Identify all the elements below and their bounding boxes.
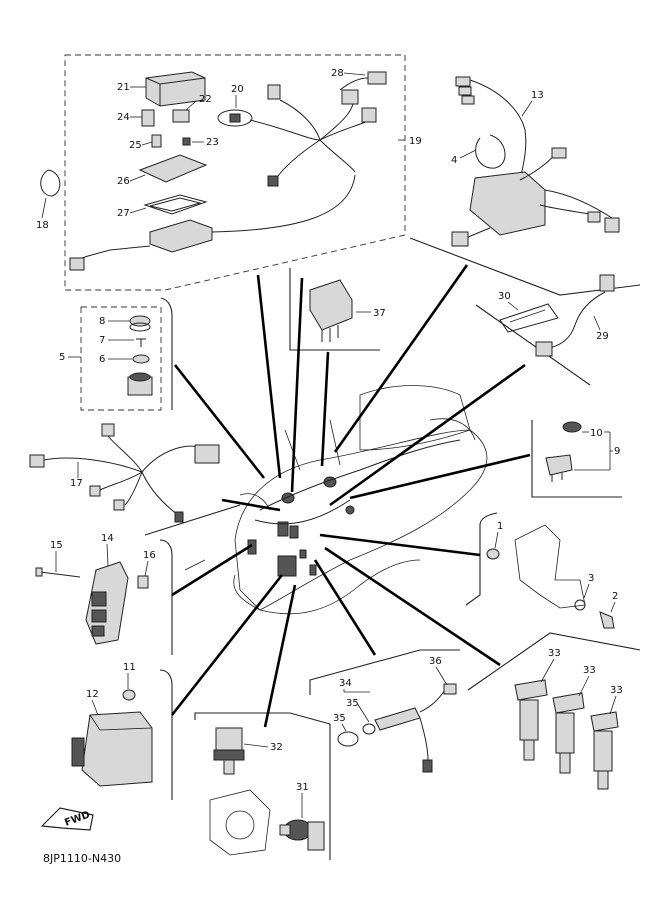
sensor-31 — [279, 819, 325, 851]
callout-35-a: 35 — [346, 698, 359, 709]
callout-33-a: 33 — [548, 648, 561, 659]
callout-28: 28 — [331, 68, 344, 79]
harness-17 — [29, 423, 220, 523]
callout-26: 26 — [117, 176, 130, 187]
bolt-15 — [35, 567, 81, 578]
callout-10: 10 — [590, 428, 603, 439]
callout-12: 12 — [86, 689, 99, 700]
switch-9 — [545, 421, 582, 482]
switch-14 — [85, 561, 129, 645]
fwd-arrow: FWD — [40, 807, 94, 831]
callout-7: 7 — [99, 335, 105, 346]
callout-27: 27 — [117, 208, 130, 219]
fuse-box — [69, 174, 356, 271]
callout-37: 37 — [373, 308, 386, 319]
callout-17: 17 — [70, 478, 83, 489]
group-33-panel — [467, 632, 641, 691]
relay-24 — [141, 109, 155, 127]
coil-33-b — [552, 692, 585, 774]
callout-33-b: 33 — [583, 665, 596, 676]
group-31-panel — [194, 712, 331, 860]
relay-22 — [172, 109, 190, 123]
clip-18 — [40, 169, 61, 197]
callout-18: 18 — [36, 220, 49, 231]
group-34-panel — [309, 649, 460, 695]
sub-harness — [217, 71, 387, 187]
callout-19: 19 — [409, 136, 422, 147]
group-5-box — [80, 306, 162, 411]
leader-lines — [170, 264, 531, 728]
group-9-panel — [531, 420, 622, 498]
fuse-board-26 — [138, 154, 208, 183]
switch-37-panel — [289, 268, 380, 351]
callout-32: 32 — [270, 742, 283, 753]
frame-detail — [486, 524, 615, 629]
callout-16: 16 — [143, 550, 156, 561]
callout-3: 3 — [588, 573, 594, 584]
callout-11: 11 — [123, 662, 136, 673]
callout-5: 5 — [59, 352, 65, 363]
harness-29-panel — [475, 304, 591, 386]
callout-20: 20 — [231, 84, 244, 95]
group-19-box — [64, 54, 406, 291]
ring-4 — [475, 134, 506, 169]
harness-13 — [451, 76, 620, 247]
harness-29 — [535, 274, 615, 357]
sheet-30 — [499, 303, 559, 333]
callout-22: 22 — [199, 94, 212, 105]
group-1-panel — [465, 512, 498, 606]
clip-16 — [137, 575, 149, 589]
callout-25: 25 — [129, 140, 142, 151]
callout-23: 23 — [206, 137, 219, 148]
ecu-12 — [71, 711, 153, 787]
callout-21: 21 — [117, 82, 130, 93]
coil-33-a — [514, 679, 548, 761]
callout-30: 30 — [498, 291, 511, 302]
callout-36: 36 — [429, 656, 442, 667]
callout-2: 2 — [612, 591, 618, 602]
nut-11 — [122, 689, 136, 701]
callout-13: 13 — [531, 90, 544, 101]
callout-9: 9 — [614, 446, 620, 457]
switch-37 — [309, 279, 353, 342]
callout-4: 4 — [451, 155, 457, 166]
sensor-36 — [337, 683, 457, 773]
diagram-code: 8JP1110-N430 — [43, 852, 121, 865]
callout-1: 1 — [497, 521, 503, 532]
cover-27 — [143, 194, 208, 215]
group-12-panel — [159, 669, 173, 800]
throttle-body — [209, 789, 271, 856]
relay-21 — [145, 71, 206, 107]
relay-25 — [151, 134, 162, 148]
coil-33-c — [590, 711, 619, 790]
switch-assembly-5 — [127, 315, 153, 396]
fuse-23 — [182, 137, 191, 146]
callout-33-c: 33 — [610, 685, 623, 696]
callout-34: 34 — [339, 678, 352, 689]
callout-14: 14 — [101, 533, 114, 544]
callout-8: 8 — [99, 316, 105, 327]
callout-35-b: 35 — [333, 713, 346, 724]
callout-29: 29 — [596, 331, 609, 342]
group-14-panel — [159, 539, 173, 655]
callout-6: 6 — [99, 354, 105, 365]
sensor-32 — [213, 727, 245, 775]
callout-15: 15 — [50, 540, 63, 551]
callout-24: 24 — [117, 112, 130, 123]
callout-31: 31 — [296, 782, 309, 793]
